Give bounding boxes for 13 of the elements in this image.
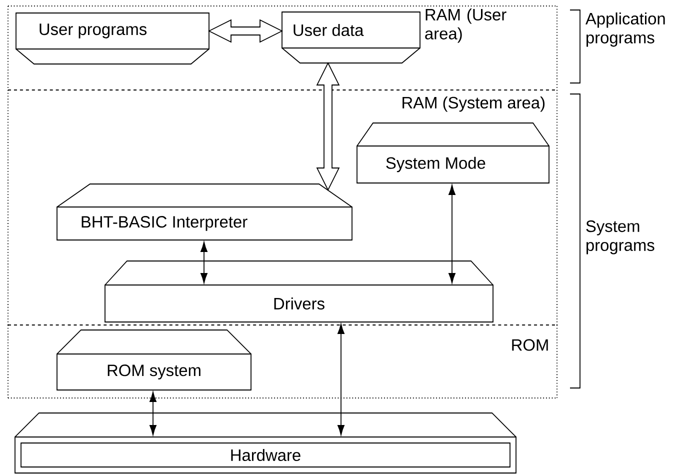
arrow [200,242,208,284]
software-layer-box: ROM system [56,330,252,390]
software-layer-box: User data [282,12,420,64]
arrow [150,392,156,436]
software-layer-box: Drivers [104,260,494,322]
software-layer-box: System Mode [356,122,550,184]
bracket-label: Application programs [585,12,665,47]
arrow [338,324,344,436]
bracket-label: System programs [586,220,654,254]
software-layer-box: Hardware [14,412,516,474]
software-layer-box: User programs [16,12,210,64]
arrow [448,184,456,284]
software-layer-box: BHT-BASIC Interpreter [56,184,352,240]
